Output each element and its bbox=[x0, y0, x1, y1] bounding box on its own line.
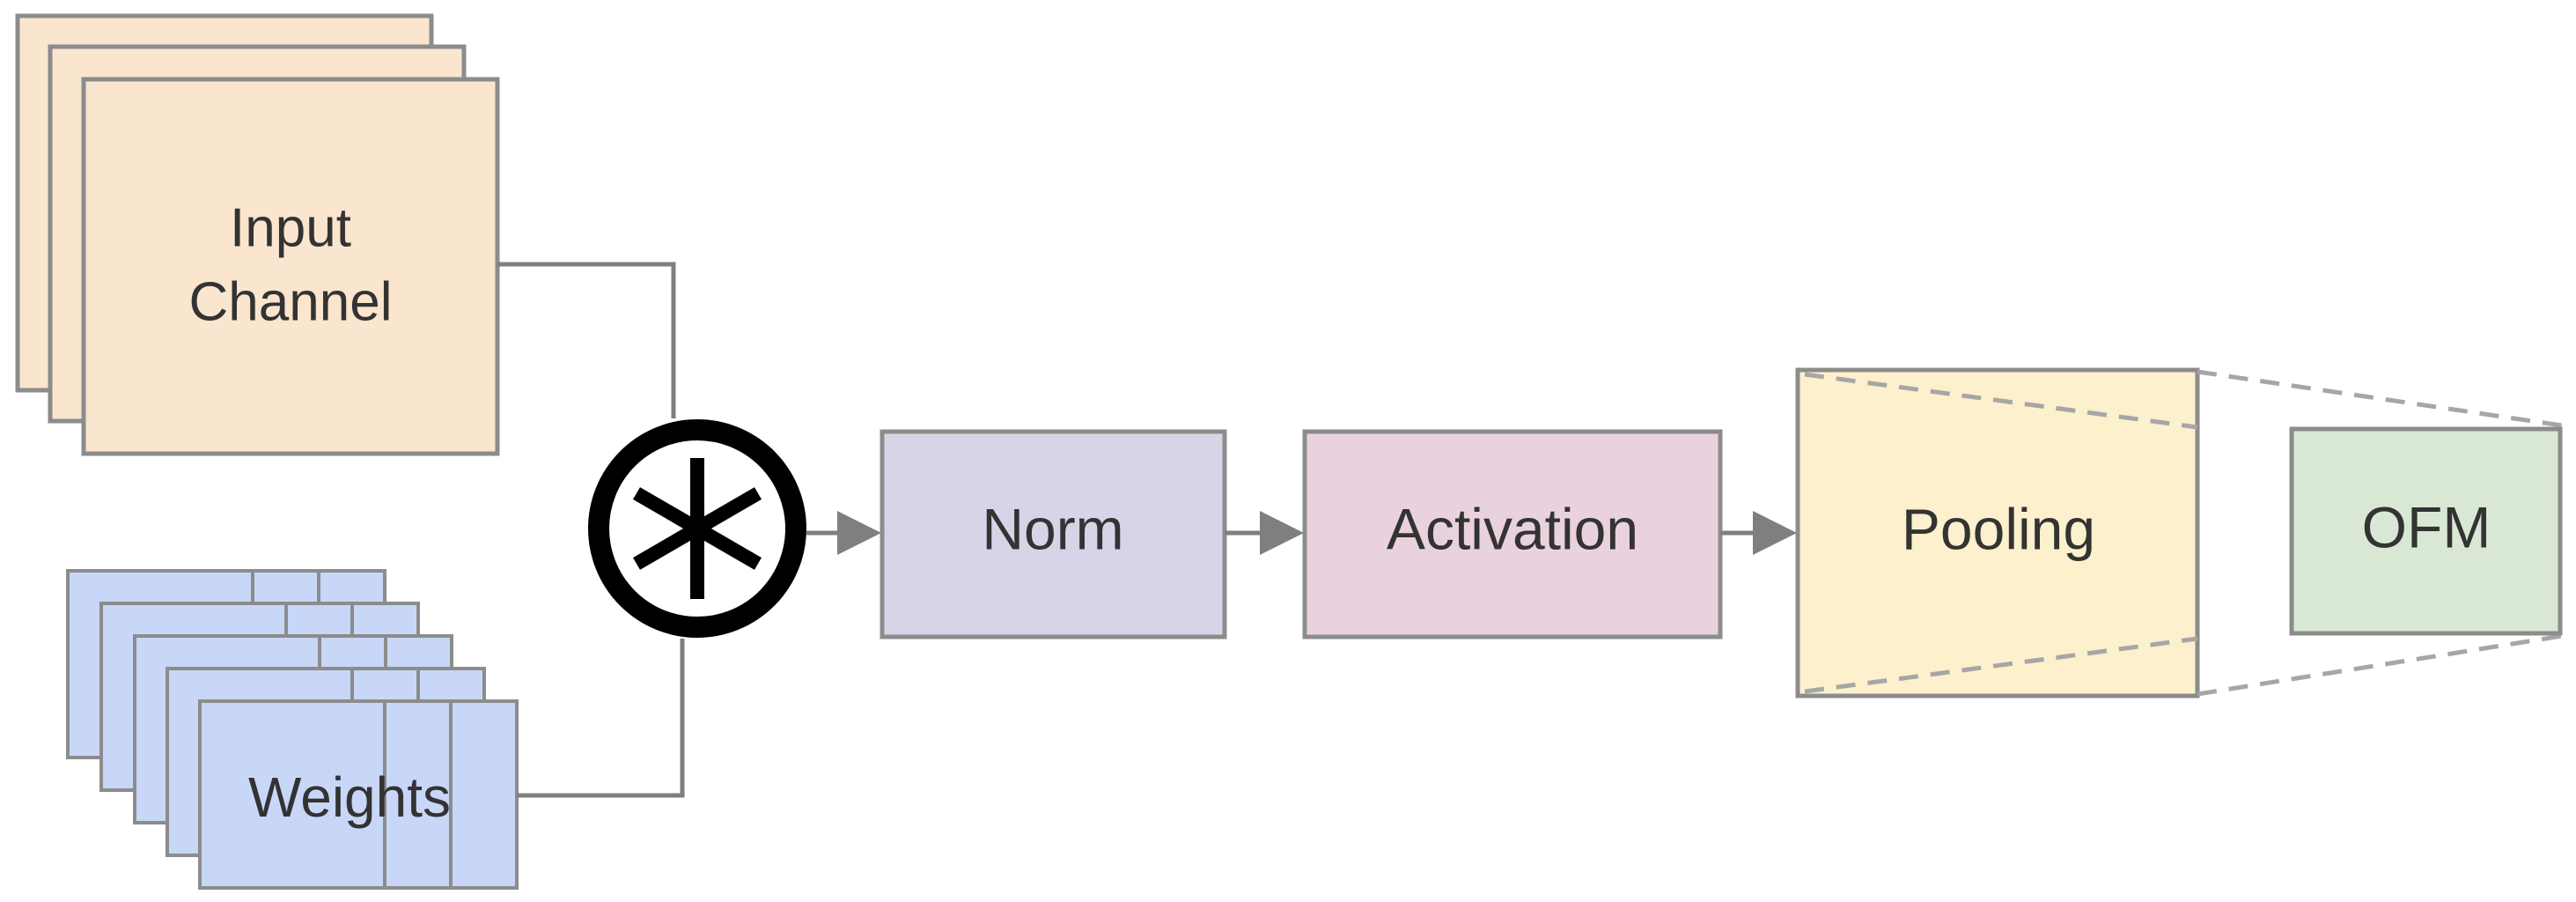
pooling-bottom-dashed-guide bbox=[1804, 636, 2198, 694]
weights-label: Weights bbox=[248, 765, 451, 829]
norm-label: Norm bbox=[982, 496, 1123, 561]
convolution-operator-icon bbox=[588, 419, 806, 638]
weights-stack: Weights bbox=[66, 569, 519, 890]
pooling-label: Pooling bbox=[1902, 496, 2095, 561]
pooling-top-dashed-guide bbox=[1804, 372, 2198, 430]
input-channel-layer-front bbox=[81, 77, 500, 456]
input-to-conv-connector bbox=[497, 262, 676, 418]
ofm-node: OFM bbox=[2289, 426, 2563, 636]
input-channel-stack: Input Channel bbox=[15, 13, 500, 456]
activation-label: Activation bbox=[1387, 496, 1638, 561]
activation-node: Activation bbox=[1302, 429, 1723, 640]
weights-layer-front bbox=[198, 699, 519, 890]
weights-to-conv-connector bbox=[517, 639, 685, 798]
ofm-label: OFM bbox=[2362, 494, 2491, 559]
pooling-to-ofm-bottom-projection bbox=[2197, 633, 2563, 697]
pooling-node: Pooling bbox=[1795, 367, 2200, 699]
input-channel-label-line1: Input bbox=[230, 197, 351, 258]
input-channel-label-line2: Channel bbox=[189, 271, 393, 332]
norm-node: Norm bbox=[880, 429, 1227, 640]
pooling-to-ofm-top-projection bbox=[2197, 369, 2563, 428]
